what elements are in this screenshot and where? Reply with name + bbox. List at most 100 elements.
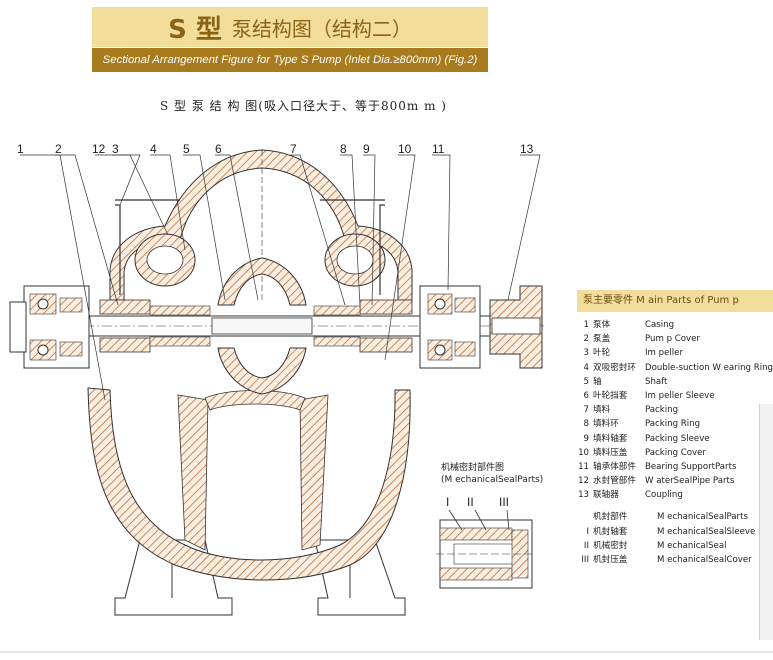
- callout-8: 8: [340, 142, 347, 156]
- bearing-right: [419, 285, 481, 369]
- part-en: Im peller Sleeve: [645, 390, 715, 401]
- mech-heading-en: M echanicalSealParts: [657, 512, 748, 523]
- bearing-left: [9, 285, 90, 369]
- callout-13: 13: [520, 142, 534, 156]
- mech-cn: 机封压盖: [593, 555, 628, 565]
- parts-row: 4 双吸密封环 Double-suction W earing Ring: [577, 361, 773, 375]
- part-en: Pum p Cover: [645, 334, 700, 345]
- mech-cn: 机械密封: [593, 540, 628, 551]
- mech-row: II 机械密封 M echanicalSeal: [577, 539, 773, 553]
- callout-2: 2: [55, 142, 62, 156]
- mech-heading-row: 机封部件 M echanicalSealParts: [577, 510, 773, 524]
- part-cn: 填料轴套: [593, 433, 628, 444]
- pump-cover-upper: [109, 149, 413, 301]
- part-cn: 填料环: [593, 419, 619, 430]
- part-no: 2: [583, 334, 589, 345]
- part-en: Packing Sleeve: [645, 433, 710, 444]
- callout-5: 5: [183, 142, 190, 156]
- callout-10: 10: [398, 142, 412, 156]
- parts-row: 8 填料环 Packing Ring: [577, 417, 773, 431]
- part-en: W aterSealPipe Parts: [645, 476, 735, 487]
- part-en: Packing: [645, 405, 679, 416]
- subtitle-banner: Sectional Arrangement Figure for Type S …: [92, 48, 488, 72]
- water-seal-pipes: [115, 199, 385, 295]
- part-cn: 叶轮: [593, 348, 611, 359]
- seal-marker-2: II: [467, 495, 474, 509]
- part-cn: 联轴器: [593, 490, 619, 501]
- parts-row: 11 轴承体部件 Bearing SupportParts: [577, 460, 773, 474]
- callout-6: 6: [215, 142, 222, 156]
- seal-markers: I II III: [446, 495, 509, 509]
- seal-marker-1: I: [446, 495, 449, 509]
- side-scroll-edge[interactable]: [759, 404, 773, 640]
- mech-row: III 机封压盖 M echanicalSealCover: [577, 553, 773, 567]
- part-no: 12: [578, 476, 589, 487]
- part-no: 4: [583, 362, 589, 373]
- callout-1: 1: [17, 142, 24, 156]
- mech-en: M echanicalSealCover: [657, 555, 752, 565]
- part-no: 11: [578, 461, 589, 472]
- parts-row: 7 填料 Packing: [577, 403, 773, 417]
- mech-en: M echanicalSeal: [657, 540, 727, 551]
- part-cn: 填料压盖: [593, 447, 628, 458]
- mech-no: II: [583, 540, 589, 551]
- parts-heading: 泵主要零件 M ain Parts of Pum p: [577, 290, 773, 312]
- part-en: Bearing SupportParts: [645, 461, 737, 472]
- part-cn: 轴: [593, 376, 602, 387]
- title-text: 泵结构图（结构二）: [231, 16, 412, 41]
- mech-heading-cn: 机封部件: [593, 512, 628, 523]
- part-en: Packing Cover: [645, 447, 706, 458]
- parts-row: 2 泵盖 Pum p Cover: [577, 332, 773, 346]
- part-en: Packing Ring: [645, 419, 701, 430]
- mechanical-seal-detail: [436, 509, 535, 589]
- parts-row: 6 叶轮挡套 Im peller Sleeve: [577, 389, 773, 403]
- part-no: 3: [583, 348, 589, 359]
- seal-marker-3: III: [499, 495, 509, 509]
- part-cn: 水封管部件: [593, 476, 636, 487]
- part-en: Shaft: [645, 376, 668, 387]
- seal-title-en: (M echanicalSealParts): [441, 475, 544, 485]
- part-no: 5: [583, 376, 589, 387]
- part-en: Double-suction W earing Ring: [645, 362, 773, 373]
- part-cn: 叶轮挡套: [593, 390, 628, 401]
- part-no: 6: [583, 390, 589, 401]
- part-en: Casing: [645, 320, 675, 330]
- mech-en: M echanicalSealSleeve: [657, 526, 756, 537]
- part-no: 8: [583, 419, 589, 430]
- mech-no: III: [581, 555, 589, 565]
- part-en: Im peller: [645, 348, 683, 359]
- part-cn: 填料: [593, 405, 611, 416]
- part-cn: 泵盖: [593, 334, 611, 345]
- callout-7: 7: [290, 142, 297, 156]
- impeller: [217, 257, 307, 395]
- parts-row: 3 叶轮 Im peller: [577, 346, 773, 360]
- part-no: 10: [578, 447, 589, 458]
- bottom-divider: [0, 651, 773, 653]
- parts-row: 12 水封管部件 W aterSealPipe Parts: [577, 474, 773, 488]
- title-type: S 型: [168, 14, 222, 45]
- coupling: [489, 285, 543, 369]
- packing-assemblies: [99, 299, 413, 353]
- part-cn: 轴承体部件: [593, 461, 636, 472]
- parts-row: 10 填料压盖 Packing Cover: [577, 446, 773, 460]
- part-no: 1: [583, 320, 589, 330]
- part-en: Coupling: [645, 490, 683, 501]
- seal-detail-label: 机械密封部件图 (M echanicalSealParts): [441, 462, 543, 486]
- callout-3: 3: [112, 142, 119, 156]
- callout-11: 11: [432, 142, 445, 156]
- part-cn: 双吸密封环: [593, 362, 636, 373]
- drawing-caption: S 型 泵 结 构 图(吸入口径大于、等于800m m ): [160, 99, 447, 113]
- part-no: 7: [583, 405, 589, 416]
- leader-lines: [20, 154, 541, 401]
- seal-title-cn: 机械密封部件图: [441, 463, 505, 473]
- mech-cn: 机封轴套: [593, 526, 628, 537]
- callout-numbers: 1 2 12 3 4 5 6 7 8 9 10 11 13: [17, 142, 534, 156]
- casing-lower: [87, 387, 411, 581]
